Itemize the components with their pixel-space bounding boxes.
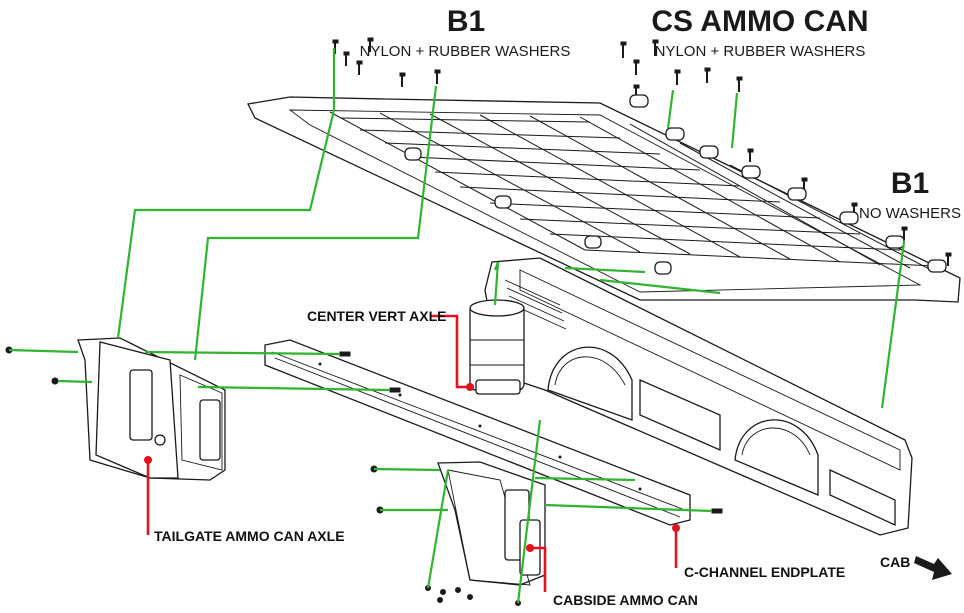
screw-icon	[633, 59, 640, 75]
bolt-icon	[339, 351, 351, 357]
channel-housing	[469, 257, 913, 536]
cabside-ammo-can-label: CABSIDE AMMO CAN	[553, 592, 698, 608]
nut-icon	[440, 589, 446, 595]
screw-icon	[367, 37, 374, 52]
nut-icon	[437, 597, 443, 603]
center-vert-axle-label: CENTER VERT AXLE	[307, 308, 447, 324]
red-callout-lines	[144, 314, 680, 592]
screw-icon	[704, 67, 711, 83]
nut-icon	[467, 594, 473, 600]
screw-icon	[343, 51, 350, 66]
b1-right-subtitle: NO WASHERS	[859, 205, 961, 222]
nut-icon	[455, 587, 461, 593]
tailgate-ammo-can	[77, 337, 226, 481]
cabside-ammo-can	[437, 461, 546, 586]
b1-top-title: B1	[447, 5, 485, 38]
screw-icon	[620, 41, 627, 58]
screw-icon	[736, 76, 743, 92]
arrow-right-down-icon	[914, 556, 952, 580]
cs-ammo-can-subtitle: NYLON + RUBBER WASHERS	[655, 43, 866, 60]
nut-icon	[51, 377, 59, 385]
green-leader-lines	[8, 48, 906, 604]
b1-right-title: B1	[891, 167, 929, 200]
bolt-icon	[389, 387, 401, 393]
c-channel-endplate-label: C-CHANNEL ENDPLATE	[684, 564, 845, 580]
top-grid-panel	[247, 94, 961, 303]
cs-ammo-can-title: CS AMMO CAN	[651, 5, 868, 38]
screw-icon	[674, 69, 681, 85]
screw-icon	[945, 252, 952, 266]
screw-icon	[434, 69, 441, 84]
screw-icon	[399, 72, 406, 87]
b1-top-subtitle: NYLON + RUBBER WASHERS	[360, 43, 571, 60]
screw-icon	[652, 39, 659, 56]
screw-icon	[747, 148, 754, 162]
top-screws	[332, 37, 952, 266]
cab-label: CAB	[880, 554, 910, 570]
tailgate-ammo-can-axle-label: TAILGATE AMMO CAN AXLE	[154, 528, 345, 544]
screw-icon	[901, 226, 908, 240]
screw-icon	[356, 60, 363, 75]
bolt-icon	[711, 508, 723, 514]
